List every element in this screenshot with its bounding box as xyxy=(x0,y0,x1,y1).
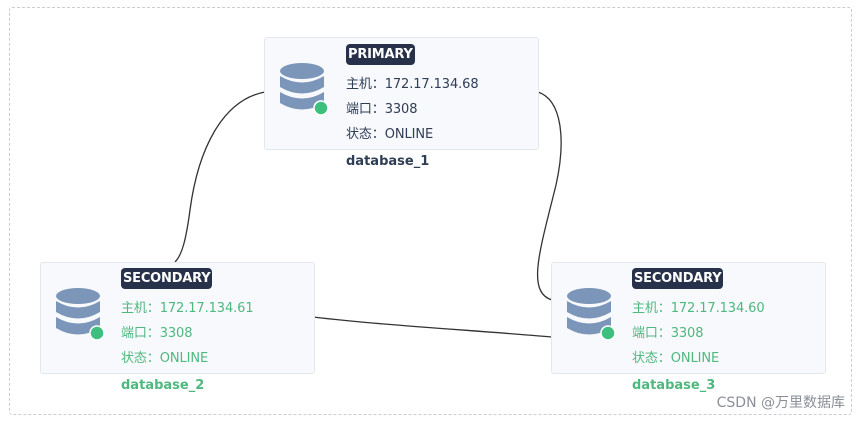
state-value: ONLINE xyxy=(384,127,434,142)
state-value: ONLINE xyxy=(670,351,720,366)
role-badge: SECONDARY xyxy=(632,268,724,289)
port-value: 3308 xyxy=(670,326,704,341)
node-name: database_3 xyxy=(632,378,716,393)
port-line: 端口：3308 xyxy=(346,98,417,117)
port-line: 端口：3308 xyxy=(632,322,703,341)
host-label: 主机： xyxy=(632,301,671,316)
diagram-frame xyxy=(9,7,852,415)
watermark: CSDN @万里数据库 xyxy=(716,395,845,411)
port-value: 3308 xyxy=(384,102,418,117)
database-icon xyxy=(567,288,616,341)
status-online-dot xyxy=(89,325,105,341)
port-label: 端口： xyxy=(346,102,385,117)
host-line: 主机：172.17.134.61 xyxy=(121,297,254,316)
database-icon xyxy=(56,288,105,341)
host-line: 主机：172.17.134.60 xyxy=(632,297,765,316)
state-line: 状态：ONLINE xyxy=(632,347,719,366)
state-line: 状态：ONLINE xyxy=(121,347,208,366)
role-badge: SECONDARY xyxy=(121,268,213,289)
node-name: database_2 xyxy=(121,378,205,393)
node-name: database_1 xyxy=(346,154,430,169)
port-value: 3308 xyxy=(159,326,193,341)
host-label: 主机： xyxy=(346,77,385,92)
host-value: 172.17.134.68 xyxy=(384,77,479,92)
host-value: 172.17.134.61 xyxy=(159,301,254,316)
host-label: 主机： xyxy=(121,301,160,316)
edge-database-2-to-database-3 xyxy=(312,316,553,338)
state-label: 状态： xyxy=(121,351,160,366)
state-line: 状态：ONLINE xyxy=(346,123,433,142)
host-value: 172.17.134.60 xyxy=(670,301,765,316)
state-label: 状态： xyxy=(346,127,385,142)
state-label: 状态： xyxy=(632,351,671,366)
state-value: ONLINE xyxy=(159,351,209,366)
status-online-dot xyxy=(313,100,329,116)
database-icon xyxy=(280,63,329,116)
port-label: 端口： xyxy=(632,326,671,341)
status-online-dot xyxy=(600,325,616,341)
port-label: 端口： xyxy=(121,326,160,341)
host-line: 主机：172.17.134.68 xyxy=(346,73,479,92)
role-badge: PRIMARY xyxy=(346,44,415,65)
edge-database-1-to-database-2 xyxy=(174,91,266,263)
port-line: 端口：3308 xyxy=(121,322,192,341)
edge-database-1-to-database-3 xyxy=(536,91,562,301)
